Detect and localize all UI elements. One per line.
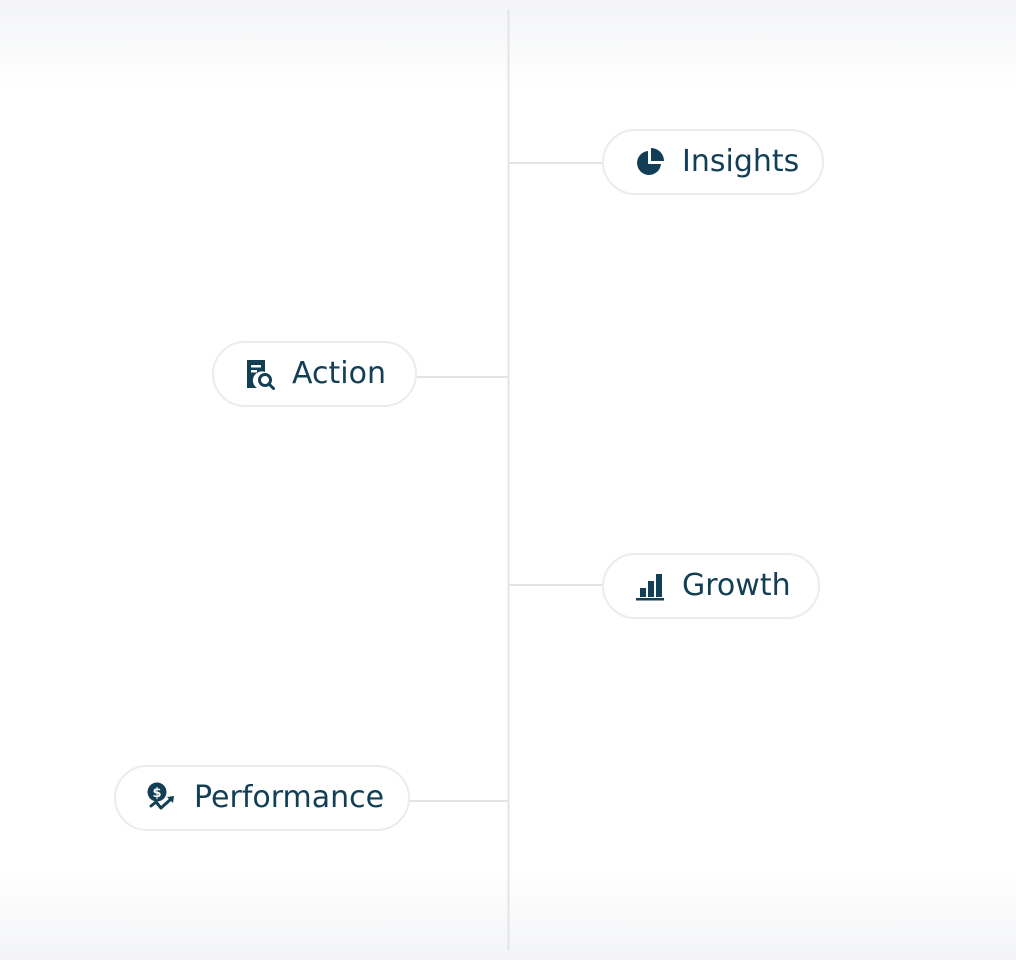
node-insights-label: Insights xyxy=(682,144,800,179)
node-action-label: Action xyxy=(292,356,386,391)
node-performance: $ Performance xyxy=(114,765,410,831)
dollar-trend-icon: $ xyxy=(146,782,178,814)
node-insights: Insights xyxy=(602,129,824,195)
bar-chart-icon xyxy=(634,570,666,602)
node-action: Action xyxy=(212,341,417,407)
node-growth-label: Growth xyxy=(682,568,791,603)
document-search-icon xyxy=(244,358,276,390)
svg-text:$: $ xyxy=(152,786,161,801)
node-performance-label: Performance xyxy=(194,780,385,815)
pie-chart-icon xyxy=(634,146,666,178)
node-growth: Growth xyxy=(602,553,820,619)
